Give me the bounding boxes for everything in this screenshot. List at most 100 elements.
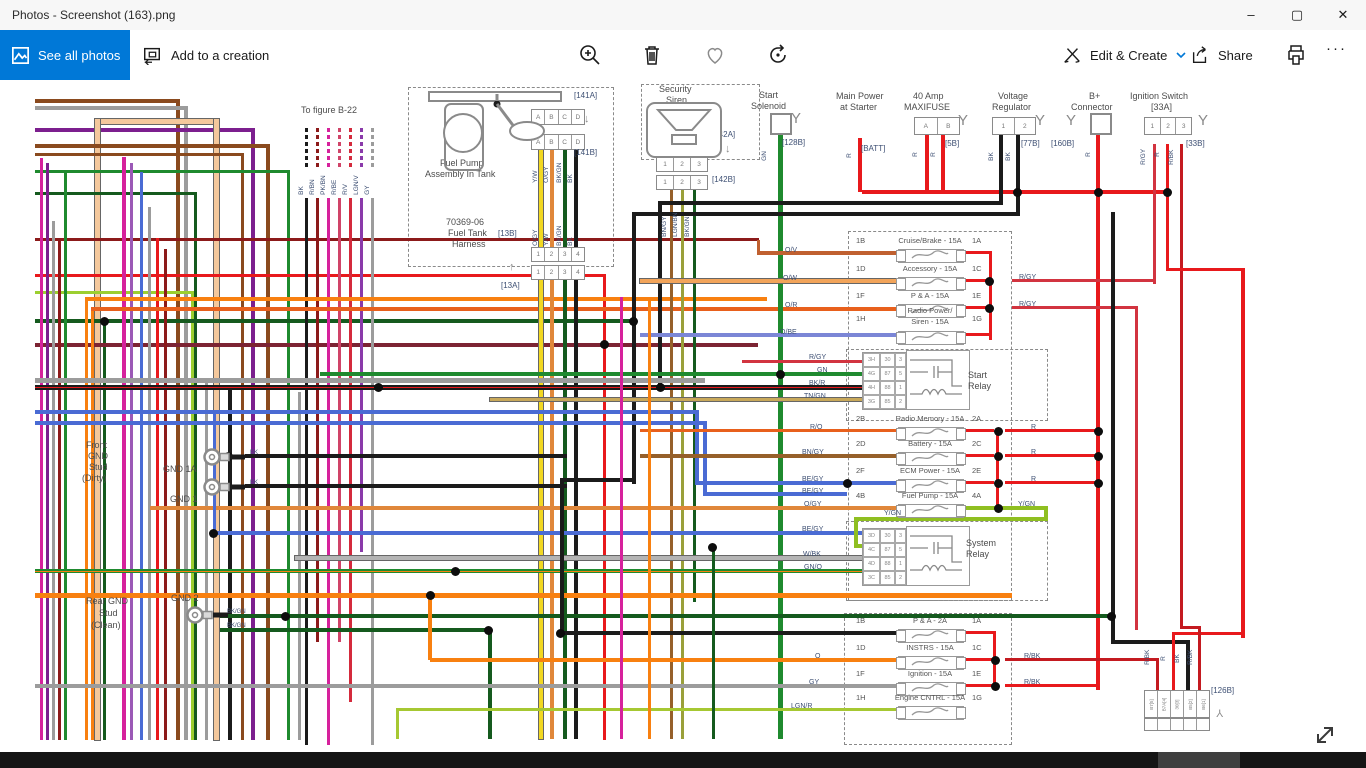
wire-gn	[64, 170, 67, 740]
wire-rbk	[1005, 658, 1158, 661]
connector-pin: 1	[993, 118, 1015, 134]
junction-dot	[100, 317, 109, 326]
wire-label: R/O	[810, 424, 823, 431]
taskbar[interactable]	[0, 752, 1366, 768]
junction-dot	[985, 304, 994, 313]
connector-pin	[1145, 719, 1158, 730]
junction-dot	[1094, 452, 1103, 461]
window-title: Photos - Screenshot (163).png	[12, 8, 176, 22]
wire-label: R/BK	[1187, 649, 1195, 665]
fuse-id-right: 1C	[972, 264, 982, 273]
add-to-creation-button[interactable]: Add to a creation	[142, 30, 269, 80]
fuse-end	[896, 332, 906, 344]
dashed-boundary-box	[844, 613, 1012, 745]
fuse-label: Cruise/Brake - 15A	[898, 236, 962, 245]
connector-pin: 1	[532, 266, 546, 279]
component-label: Fuel Pump	[440, 158, 484, 168]
maximize-button[interactable]: ▢	[1290, 7, 1304, 22]
wire-mg	[327, 128, 330, 170]
wire-label: LGN/BN	[672, 212, 680, 237]
fuse-id-left: 1D	[856, 643, 866, 652]
relay-pin: 3	[895, 353, 906, 367]
fuse-element-icon	[911, 453, 949, 462]
wire-dkgn	[220, 614, 1112, 618]
wire-dkgn	[693, 188, 696, 602]
taskbar-segment[interactable]	[1158, 752, 1240, 768]
rotate-icon[interactable]	[766, 43, 790, 67]
fuse-id-right: 1A	[972, 616, 982, 625]
wire-label: BK	[250, 450, 259, 456]
edit-create-button[interactable]: Edit & Create	[1062, 30, 1187, 80]
edit-icon	[1064, 48, 1080, 63]
connector-pin: 1	[532, 248, 546, 261]
wire-bk	[574, 150, 578, 252]
close-button[interactable]: ✕	[1337, 7, 1349, 22]
wire-r	[1096, 132, 1100, 690]
connector-pin: 3	[697, 179, 701, 186]
print-icon[interactable]	[1284, 43, 1308, 67]
see-more-button[interactable]: ···	[1326, 40, 1347, 57]
favorite-icon[interactable]	[703, 43, 727, 67]
fuse-id-left: 2F	[856, 466, 865, 475]
wire-core	[35, 570, 862, 572]
fuse-end	[896, 250, 906, 262]
minimize-button[interactable]: –	[1247, 7, 1255, 22]
wire-label: BK/GN	[684, 216, 692, 237]
fuse-label: Engine CNTRL - 15A	[894, 693, 966, 702]
connector-pin: A	[915, 118, 938, 134]
wire-bn	[266, 144, 270, 740]
wire-label: Y/W	[543, 233, 551, 246]
wire-rbk	[1198, 626, 1201, 690]
fuse-element-icon	[911, 305, 949, 314]
fuse-end	[956, 428, 966, 440]
component-label: at Starter	[840, 102, 878, 112]
wire-r	[962, 306, 991, 309]
wire-label: BK	[988, 152, 996, 161]
component-label: GND 1	[170, 494, 198, 504]
arrow-symbol: ↓	[725, 143, 731, 155]
wire-bk	[658, 201, 1003, 205]
connector-pin: B	[946, 122, 951, 130]
connector-pin: B7A[4]	[1158, 691, 1171, 717]
fuse-id-right: 1G	[972, 314, 983, 323]
add-creation-icon	[144, 47, 160, 65]
wire-rbe	[338, 198, 341, 642]
fuse-id-left: 1D	[856, 264, 866, 273]
wire-yw	[539, 150, 543, 252]
expand-icon[interactable]	[1312, 722, 1338, 748]
wire-r	[925, 134, 929, 192]
zoom-icon[interactable]	[578, 43, 602, 67]
wire-gy	[35, 378, 705, 383]
junction-dot	[426, 591, 435, 600]
relay-pin: 5	[895, 543, 906, 557]
wire-tan	[95, 119, 219, 124]
relay-pin: 85	[880, 395, 895, 409]
wire-label: BN/GY	[802, 449, 824, 456]
wire-label: W/BK	[803, 551, 821, 558]
bracket-label: [141B]	[574, 148, 598, 157]
see-all-photos-button[interactable]: See all photos	[0, 30, 130, 80]
connector-pin: C	[559, 135, 572, 149]
fuse-label: INSTRS - 15A	[906, 643, 954, 652]
wire-bk	[632, 212, 636, 484]
relay-pin: 87	[880, 367, 895, 381]
ring-terminal	[186, 606, 228, 624]
connector-126b: B7[5]B7A[4]30[3]B5[2]B6[1]	[1144, 690, 1210, 718]
component-label: Harness	[452, 239, 486, 249]
wire-gy	[371, 198, 374, 745]
share-button[interactable]: Share	[1190, 30, 1253, 80]
fuse-end	[896, 683, 906, 695]
fuse-element-icon	[911, 332, 949, 341]
wire-dkgn	[103, 319, 106, 740]
delete-icon[interactable]	[640, 43, 664, 67]
fuse-element-icon	[911, 630, 949, 639]
wire-ygn	[1044, 506, 1048, 521]
connector-pin: D	[575, 113, 581, 121]
wire-label: R/GY	[1140, 148, 1148, 165]
component-label: 70369-06	[446, 217, 485, 227]
